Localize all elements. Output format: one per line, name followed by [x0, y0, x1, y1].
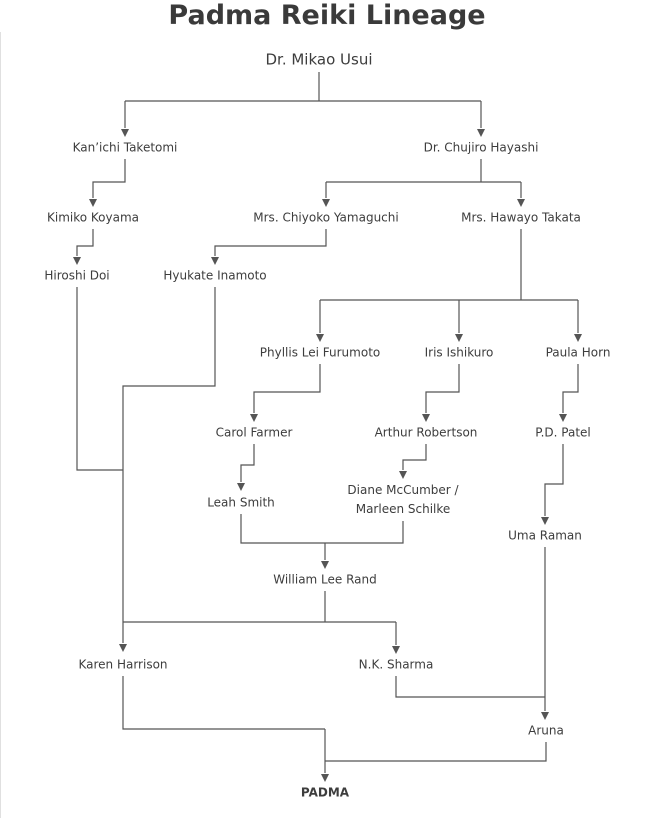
node-pd-patel: P.D. Patel: [535, 425, 591, 440]
arrow-smith: [237, 483, 245, 491]
node-chujiro-hayashi: Dr. Chujiro Hayashi: [423, 140, 539, 155]
arrow-yamaguchi: [322, 199, 330, 207]
arrow-hayashi: [477, 129, 485, 137]
connector-aruna-padma: [325, 742, 547, 762]
page-title: Padma Reiki Lineage: [168, 0, 486, 31]
node-kimiko-koyama: Kimiko Koyama: [46, 210, 140, 225]
arrow-horn: [574, 334, 582, 342]
arrow-mccumber: [399, 471, 407, 479]
connector-doi-harrison: [76, 287, 123, 471]
connector-horn-patel: [562, 364, 579, 413]
node-paula-horn: Paula Horn: [545, 345, 611, 360]
arrow-taketomi: [121, 129, 129, 137]
connector-sharma-aruna: [395, 676, 545, 698]
node-mikao-usui: Dr. Mikao Usui: [265, 50, 373, 69]
node-mccumber-line-2: Marleen Schilke: [355, 502, 451, 516]
node-hawayo-takata: Mrs. Hawayo Takata: [461, 210, 581, 225]
node-padma: PADMA: [300, 785, 350, 800]
arrow-koyama: [89, 199, 97, 207]
arrow-ishikuro: [455, 334, 463, 342]
node-hyukate-inamoto: Hyukate Inamoto: [163, 268, 267, 283]
arrow-rand: [321, 561, 329, 569]
node-hiroshi-doi: Hiroshi Doi: [44, 268, 110, 283]
connector-smith-rand: [240, 514, 404, 544]
arrow-harrison: [119, 644, 127, 652]
node-kanichi-taketomi: Kan’ichi Taketomi: [72, 140, 178, 155]
connector-harrison-padma: [122, 676, 325, 730]
left-border-rule: [0, 32, 1, 818]
connector-inamoto-harrison: [122, 287, 216, 643]
arrow-doi: [73, 257, 81, 265]
connector-ishikuro-robertson: [425, 364, 460, 413]
connector-robertson-mccumber: [402, 444, 427, 470]
node-phyllis-lei-furumoto: Phyllis Lei Furumoto: [259, 345, 381, 360]
node-mccumber-schilke: Diane McCumber / Marleen Schilke: [347, 481, 458, 519]
arrow-padma: [321, 774, 329, 782]
connector-patel-raman: [544, 444, 564, 516]
node-uma-raman: Uma Raman: [508, 528, 582, 543]
arrow-raman: [541, 517, 549, 525]
node-william-lee-rand: William Lee Rand: [273, 572, 377, 587]
node-iris-ishikuro: Iris Ishikuro: [424, 345, 494, 360]
arrow-furumoto: [316, 334, 324, 342]
node-mccumber-line-1: Diane McCumber /: [347, 483, 459, 497]
arrow-sharma: [392, 646, 400, 654]
node-karen-harrison: Karen Harrison: [78, 657, 168, 672]
node-aruna: Aruna: [528, 723, 564, 738]
node-leah-smith: Leah Smith: [207, 495, 275, 510]
arrow-robertson: [422, 414, 430, 422]
node-arthur-robertson: Arthur Robertson: [374, 425, 478, 440]
node-chiyoko-yamaguchi: Mrs. Chiyoko Yamaguchi: [253, 210, 399, 225]
connector-koyama-doi: [76, 229, 94, 256]
node-carol-farmer: Carol Farmer: [215, 425, 293, 440]
connector-taketomi-koyama: [92, 159, 126, 198]
arrow-takata: [517, 199, 525, 207]
node-nk-sharma: N.K. Sharma: [358, 657, 434, 672]
connector-farmer-smith: [240, 444, 255, 482]
arrow-inamoto: [211, 257, 219, 265]
connector-yamaguchi-inamoto: [214, 229, 327, 256]
connector-furumoto-farmer: [253, 364, 321, 413]
arrow-patel: [559, 414, 567, 422]
arrow-farmer: [250, 414, 258, 422]
arrow-aruna: [541, 712, 549, 720]
